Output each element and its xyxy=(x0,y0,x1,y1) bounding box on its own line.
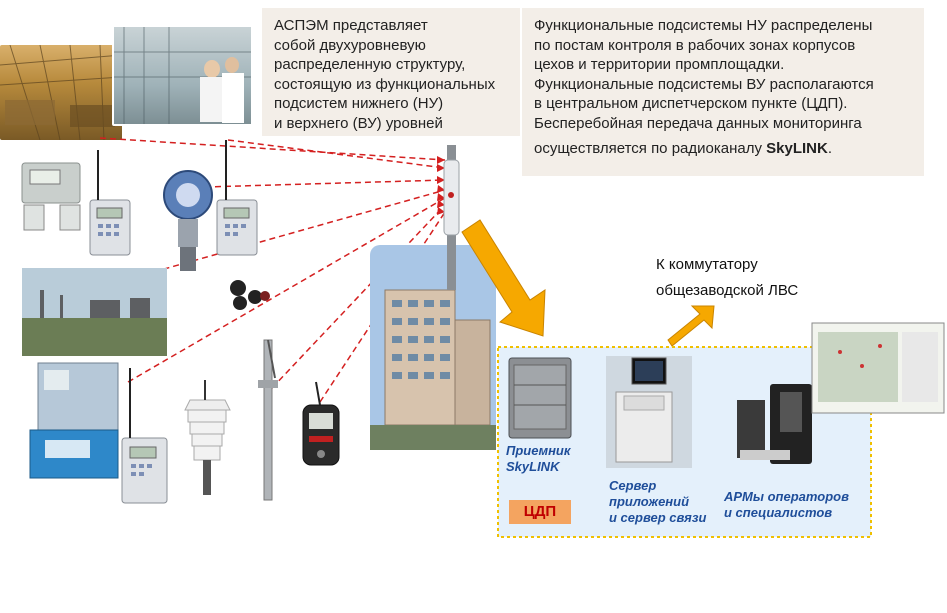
switch-label: К коммутатору общезаводской ЛВС xyxy=(656,256,799,299)
description-last-line: осуществляется по радиоканалу SkyLINK. xyxy=(534,139,912,159)
workstations-label: АРМы операторов и специалистов xyxy=(724,489,849,520)
factory-hall-photo xyxy=(0,45,122,140)
receiver-label: Приемник SkyLINK xyxy=(506,443,571,474)
explosion-proof-sensor xyxy=(163,140,258,271)
lab-workers-photo xyxy=(112,25,253,126)
description-last-text: осуществляется по радиоканалу xyxy=(534,140,767,157)
control-building xyxy=(370,145,496,450)
small-sensors xyxy=(230,280,270,310)
skylink-bold: SkyLINK xyxy=(766,140,828,157)
cdp-label: ЦДП xyxy=(523,503,557,520)
description-end: . xyxy=(827,140,832,157)
scada-screen xyxy=(811,322,945,414)
cdp-badge xyxy=(509,500,571,524)
probe-rod xyxy=(258,339,278,501)
application-server xyxy=(606,356,692,468)
monitoring-cabinet xyxy=(29,362,168,504)
description-text: Функциональные подсистемы НУ распределен… xyxy=(534,17,874,132)
weather-station xyxy=(184,380,231,495)
handheld-meter xyxy=(302,381,340,466)
description-box: Функциональные подсистемы НУ распределен… xyxy=(522,8,924,176)
server-label: Сервер приложений и сервер связи xyxy=(609,478,707,525)
gas-analyzer-device xyxy=(21,150,131,256)
operator-workstations xyxy=(737,384,812,464)
skylink-receiver xyxy=(508,357,572,439)
intro-text: АСПЭМ представляет собой двухуровневую р… xyxy=(262,8,520,136)
